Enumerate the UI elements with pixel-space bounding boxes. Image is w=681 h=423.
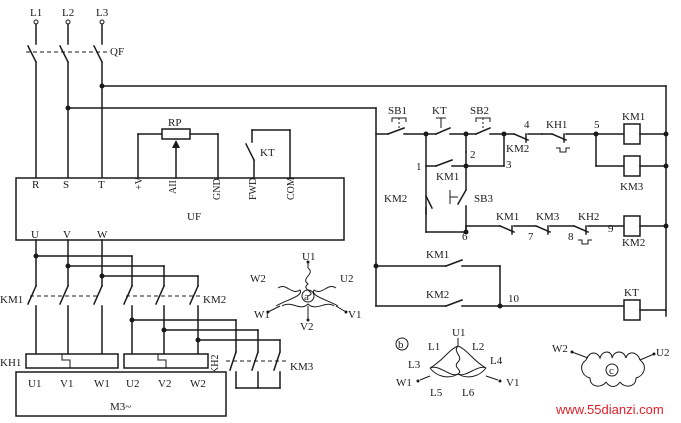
km1-interlock-label: KM1 — [496, 211, 519, 223]
km1-main-contacts: KM1 — [0, 285, 103, 355]
motor-m3: U1 V1 W1 U2 V2 W2 M3~ — [15, 371, 227, 417]
inset-b-l4: L4 — [490, 355, 503, 367]
inverter-uf: R S T +V AII GND FWD COM UF U V W — [15, 176, 345, 241]
node-2: 2 — [470, 149, 476, 161]
inset-a-tag: a — [304, 291, 309, 303]
inset-c-w2: W2 — [552, 343, 568, 355]
coil-km3-label: KM3 — [620, 181, 644, 193]
motor-w1: W1 — [94, 378, 110, 390]
node-3: 3 — [506, 159, 512, 171]
inset-c-winding: W2 U2 c — [552, 343, 669, 387]
kt-contact-label: KT — [260, 147, 275, 159]
inset-a-w2: W2 — [250, 273, 266, 285]
node-1: 1 — [416, 161, 422, 173]
motor-v2: V2 — [158, 378, 171, 390]
terminal-r: R — [32, 179, 40, 191]
mains-l3-label: L3 — [96, 7, 109, 19]
km2-branch-label: KM2 — [384, 193, 407, 205]
coil-kt-label: KT — [624, 287, 639, 299]
inverter-name: UF — [187, 211, 201, 223]
watermark-text: www.55dianzi.com — [555, 402, 664, 417]
kh1-label: KH1 — [0, 357, 21, 369]
node-7: 7 — [528, 231, 534, 243]
km1-hold-label: KM1 — [436, 171, 459, 183]
motor-v1: V1 — [60, 378, 73, 390]
inset-a-w1: W1 — [254, 309, 270, 321]
output-v: V — [63, 229, 71, 241]
inset-b-tag: b — [398, 339, 404, 351]
mains-lines: L1 L2 L3 QF — [26, 7, 124, 179]
node-4: 4 — [524, 119, 530, 131]
kh2-label: KH2 — [210, 355, 221, 374]
mains-l1-label: L1 — [30, 7, 42, 19]
thermal-relays: KH1 KH2 — [0, 353, 221, 374]
inset-b-l6: L6 — [462, 387, 475, 399]
terminal-fwd: FWD — [248, 178, 259, 200]
motor-u2: U2 — [126, 378, 139, 390]
km3-taps: KM3 — [129, 317, 314, 389]
kt-control-label: KT — [432, 105, 447, 117]
sb3-label: SB3 — [474, 193, 493, 205]
inset-a-u2: U2 — [340, 273, 353, 285]
km1-main-label: KM1 — [0, 294, 23, 306]
node-10: 10 — [508, 293, 520, 305]
terminal-s: S — [63, 179, 69, 191]
inset-b-u1: U1 — [452, 327, 465, 339]
node-9: 9 — [608, 223, 614, 235]
terminal-aii: AII — [168, 180, 179, 194]
inset-c-u2: U2 — [656, 347, 669, 359]
mains-l2-label: L2 — [62, 7, 74, 19]
sb2-label: SB2 — [470, 105, 489, 117]
kh1-control-label: KH1 — [546, 119, 567, 131]
motor-name: M3~ — [110, 401, 131, 413]
rp-label: RP — [168, 117, 181, 129]
coil-km2-label: KM2 — [622, 237, 645, 249]
motor-w2: W2 — [190, 378, 206, 390]
coil-km1-label: KM1 — [622, 111, 645, 123]
node-5: 5 — [594, 119, 600, 131]
km2-nc-label: KM2 — [506, 143, 529, 155]
motor-u1: U1 — [28, 378, 41, 390]
inset-b-l2: L2 — [472, 341, 484, 353]
inset-b-l5: L5 — [430, 387, 443, 399]
kh2-control-label: KH2 — [578, 211, 599, 223]
inset-b-v1: V1 — [506, 377, 519, 389]
km2-main-label: KM2 — [203, 294, 226, 306]
inset-b-l1: L1 — [428, 341, 440, 353]
terminal-gnd: GND — [212, 178, 223, 200]
km3-interlock-label: KM3 — [536, 211, 560, 223]
inset-b-l3: L3 — [408, 359, 421, 371]
inset-a-v2: V2 — [300, 321, 313, 333]
output-w: W — [97, 229, 108, 241]
terminal-t: T — [98, 179, 105, 191]
inset-c-tag: c — [609, 365, 614, 377]
inset-a-u1: U1 — [302, 251, 315, 263]
kt-fwd-contact: KT — [244, 129, 291, 179]
terminal-com: COM — [286, 177, 297, 200]
node-6: 6 — [462, 231, 468, 243]
km2-kt-label: KM2 — [426, 289, 449, 301]
control-feed — [67, 85, 667, 317]
qf-label: QF — [110, 46, 124, 58]
output-u: U — [31, 229, 39, 241]
inset-b-winding: b U1 L1 L2 L3 L4 W1 V1 L5 L6 — [395, 327, 519, 399]
inset-b-w1: W1 — [396, 377, 412, 389]
inset-a-v1: V1 — [348, 309, 361, 321]
km1-kt-label: KM1 — [426, 249, 449, 261]
terminal-plus-v: +V — [134, 176, 145, 190]
node-8: 8 — [568, 231, 574, 243]
potentiometer-rp: RP — [137, 117, 219, 179]
inset-a-winding: a U1 U2 W2 W1 V1 V2 — [250, 251, 361, 333]
sb1-label: SB1 — [388, 105, 407, 117]
inverter-outputs — [33, 239, 199, 287]
km3-main-label: KM3 — [290, 361, 314, 373]
control-circuit: SB1 KT SB2 KM2 4 KH1 5 — [373, 105, 669, 321]
